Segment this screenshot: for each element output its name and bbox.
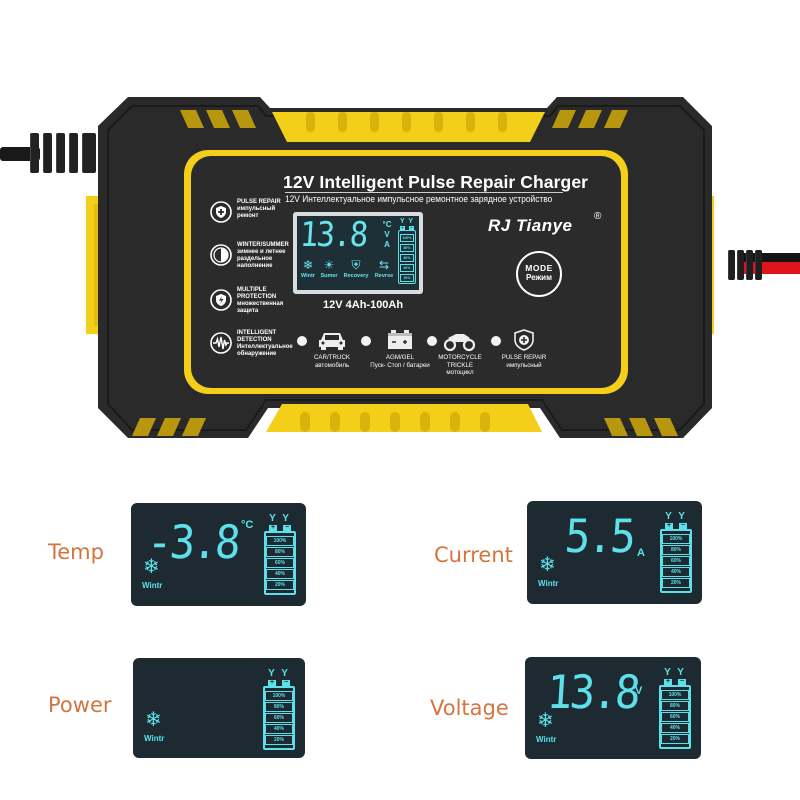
reading: 5.5 [563,509,635,563]
shield-plus-icon [210,201,232,223]
display-temp: -3.8 °C ❄ Wintr Y Y + − 100% 80% 60% 40%… [131,503,306,606]
sun-icon: ☀ [323,258,335,272]
snowflake-icon: ❄ [143,556,160,578]
reverse-arrows-icon: ⇆ [378,258,390,272]
mode-label: Wintr [538,579,559,588]
led-indicator [297,336,307,346]
mode-button[interactable]: MODE Режим [516,251,562,297]
brand-logo: RJ Tianye [488,216,573,235]
lcd-mode-winter: ❄Wintr [300,258,315,279]
snowflake-icon: ❄ [145,709,162,731]
unit: °C [241,519,254,531]
label-temp: Temp [48,540,104,564]
display-current: 5.5 A ❄ Wintr Y Y + − 100% 80% 60% 40% 2… [527,501,702,604]
car-icon [319,333,345,350]
battery-icon [388,330,412,349]
led-indicator [361,336,371,346]
mode-label: Wintr [536,735,557,744]
battery-gauge: Y Y + − 100% 80% 60% 40% 20% [658,511,694,595]
lcd-mode-summer: ☀Sumer [320,258,338,279]
led-indicator [491,336,501,346]
cable-strain-relief-left [30,133,98,173]
label-current: Current [434,543,513,567]
snowflake-icon: ❄ [302,258,314,272]
battery-gauge: Y Y + − 100% 80% 60% 40% 20% [261,668,297,752]
snowflake-icon: ❄ [537,710,554,732]
display-power: ❄ Wintr Y Y + − 100% 80% 60% 40% 20% [133,658,305,758]
output-cable-black [740,253,800,262]
shield-plus-icon [514,329,534,351]
unit: A [637,547,645,559]
mode-label: Wintr [142,581,163,590]
title-divider [285,192,563,193]
device-subtitle: 12V Интеллектуальное импульсное ремонтно… [285,194,553,204]
mode-label: Wintr [144,734,165,743]
motorcycle-icon [443,334,476,352]
battery-gauge: Y Y + − 100% 80% 60% 40% 20% [262,513,298,597]
half-circle-icon [210,244,232,266]
label-voltage: Voltage [430,696,509,720]
lcd-mode-recovery: ⛨Recovery [343,258,369,279]
cable-strain-relief-right [728,250,772,280]
unit: V [635,685,643,697]
registered-mark: ® [594,211,602,222]
lcd-mode-icons: ❄Wintr ☀Sumer ⛨Recovery ⇆Revrse [300,258,396,286]
lcd-reading: 13.8 [298,215,368,255]
label-power: Power [48,693,112,717]
shield-plus-icon: ⛨ [351,258,361,272]
battery-gauge: Y Y + − 100% 80% 60% 40% 20% [657,667,693,751]
shield-bolt-icon [210,289,232,311]
device-title: 12V Intelligent Pulse Repair Charger [283,172,589,192]
reading: 13.8 [545,665,640,719]
pulse-wave-icon [210,332,232,354]
snowflake-icon: ❄ [539,554,556,576]
lcd-battery-gauge: Y Y + − 100% 80% 60% 40% 20% [396,218,418,286]
led-indicator [427,336,437,346]
display-voltage: 13.8 V ❄ Wintr Y Y + − 100% 80% 60% 40% … [525,657,701,759]
capacity-range: 12V 4Ah-100Ah [323,299,404,311]
lcd-mode-reverse: ⇆Revrse [374,258,394,279]
